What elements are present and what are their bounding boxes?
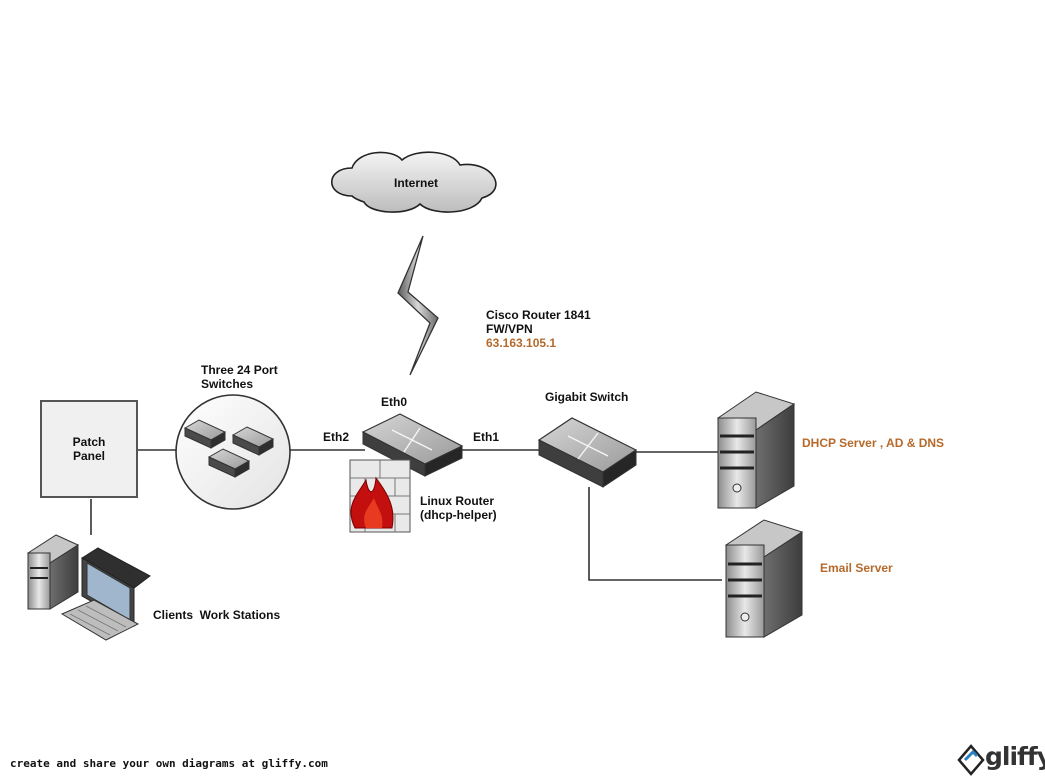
switch-icon [537,417,638,488]
workstation-icon [26,534,151,641]
switch-icon [207,448,251,478]
eth0-label: Eth0 [381,395,408,409]
email-server-label: Email Server [820,561,893,575]
footer-text[interactable]: create and share your own diagrams at gl… [10,757,328,770]
gliffy-logo-text: gliffy [985,742,1045,771]
gliffy-logo[interactable]: gliffy [955,740,1045,776]
switch-group-circle [175,394,291,510]
switches-label: Three 24 Port [201,363,278,377]
patch-panel: Patch Panel [40,400,138,498]
gigabit-switch-label: Gigabit Switch [545,390,629,404]
clients-label: Clients Work Stations [153,608,281,622]
server-tower-icon [724,519,804,638]
server-tower-icon [716,391,796,509]
eth2-label: Eth2 [323,430,350,444]
firewall-icon [349,459,411,533]
patch-panel-label: Patch [72,435,106,449]
linux-router-sublabel: (dhcp-helper) [420,508,497,522]
connection-lines [90,449,722,581]
internet-label: Internet [394,176,439,190]
switches-sublabel: Switches [201,377,254,391]
eth1-label: Eth1 [473,430,500,444]
cisco-router-label: Cisco Router 1841 [486,308,591,322]
cisco-router-sublabel: FW/VPN [486,322,533,336]
cisco-router-ip: 63.163.105.1 [486,336,557,350]
switch-icon [183,419,227,449]
dhcp-server-label: DHCP Server , AD & DNS [802,436,945,450]
cloud-icon [330,151,497,213]
linux-router-label: Linux Router [420,494,494,508]
patch-panel-sublabel: Panel [72,449,105,463]
switch-icon [231,426,275,456]
lightning-link-icon [397,235,439,376]
gliffy-logo-icon [957,744,985,776]
